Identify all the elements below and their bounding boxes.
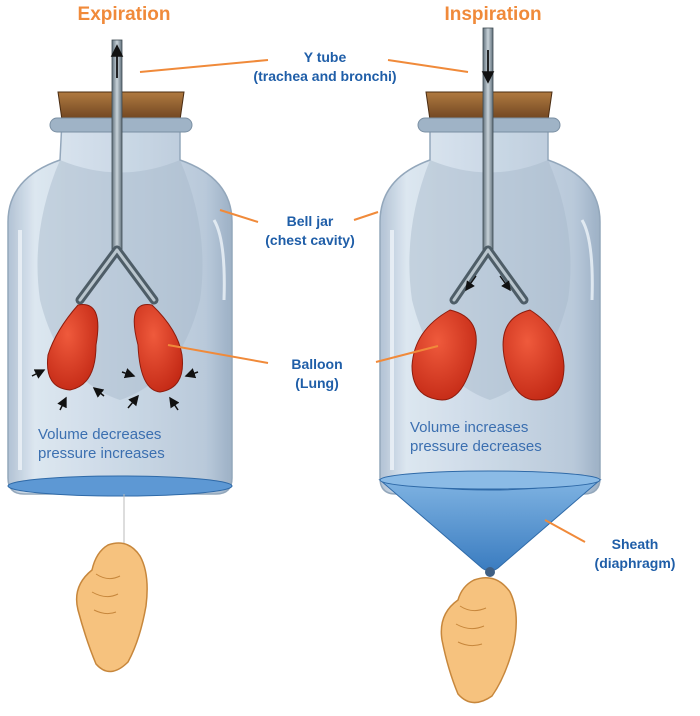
note-expiration-line2: pressure increases <box>38 445 165 462</box>
label-sheath-detail: (diaphragm) <box>594 555 676 571</box>
jar-base-left <box>7 475 233 497</box>
label-sheath-name: Sheath <box>611 536 659 552</box>
balloon-right-2 <box>502 309 565 401</box>
note-inspiration: Volume increases pressure decreases <box>410 418 542 456</box>
expiration-apparatus <box>7 39 233 673</box>
label-y-tube-name: Y tube <box>303 49 347 65</box>
label-bell-jar-name: Bell jar <box>286 213 334 229</box>
title-expiration: Expiration <box>77 4 171 25</box>
note-expiration-line1: Volume decreases <box>38 426 162 443</box>
label-y-tube-detail: (trachea and bronchi) <box>253 68 397 84</box>
leader-lines <box>139 59 586 543</box>
balloon-left-2 <box>133 304 184 393</box>
note-expiration: Volume decreases pressure increases <box>38 425 165 463</box>
balloon-right-1 <box>411 309 477 401</box>
inspiration-apparatus <box>378 27 602 704</box>
label-y-tube: Y tube (trachea and bronchi) <box>215 48 435 86</box>
title-inspiration: Inspiration <box>444 4 542 25</box>
label-balloon-detail: (Lung) <box>295 375 339 391</box>
label-bell-jar-detail: (chest cavity) <box>265 232 355 248</box>
hand-left <box>75 542 148 673</box>
label-balloon-name: Balloon <box>291 356 343 372</box>
balloon-left-1 <box>46 304 99 391</box>
note-inspiration-line2: pressure decreases <box>410 438 542 455</box>
note-inspiration-line1: Volume increases <box>410 419 529 436</box>
label-bell-jar: Bell jar (chest cavity) <box>240 212 380 250</box>
sheath-diaphragm <box>378 479 602 572</box>
label-sheath: Sheath (diaphragm) <box>580 535 690 573</box>
hand-right <box>440 577 517 704</box>
label-balloon: Balloon (Lung) <box>262 355 372 393</box>
